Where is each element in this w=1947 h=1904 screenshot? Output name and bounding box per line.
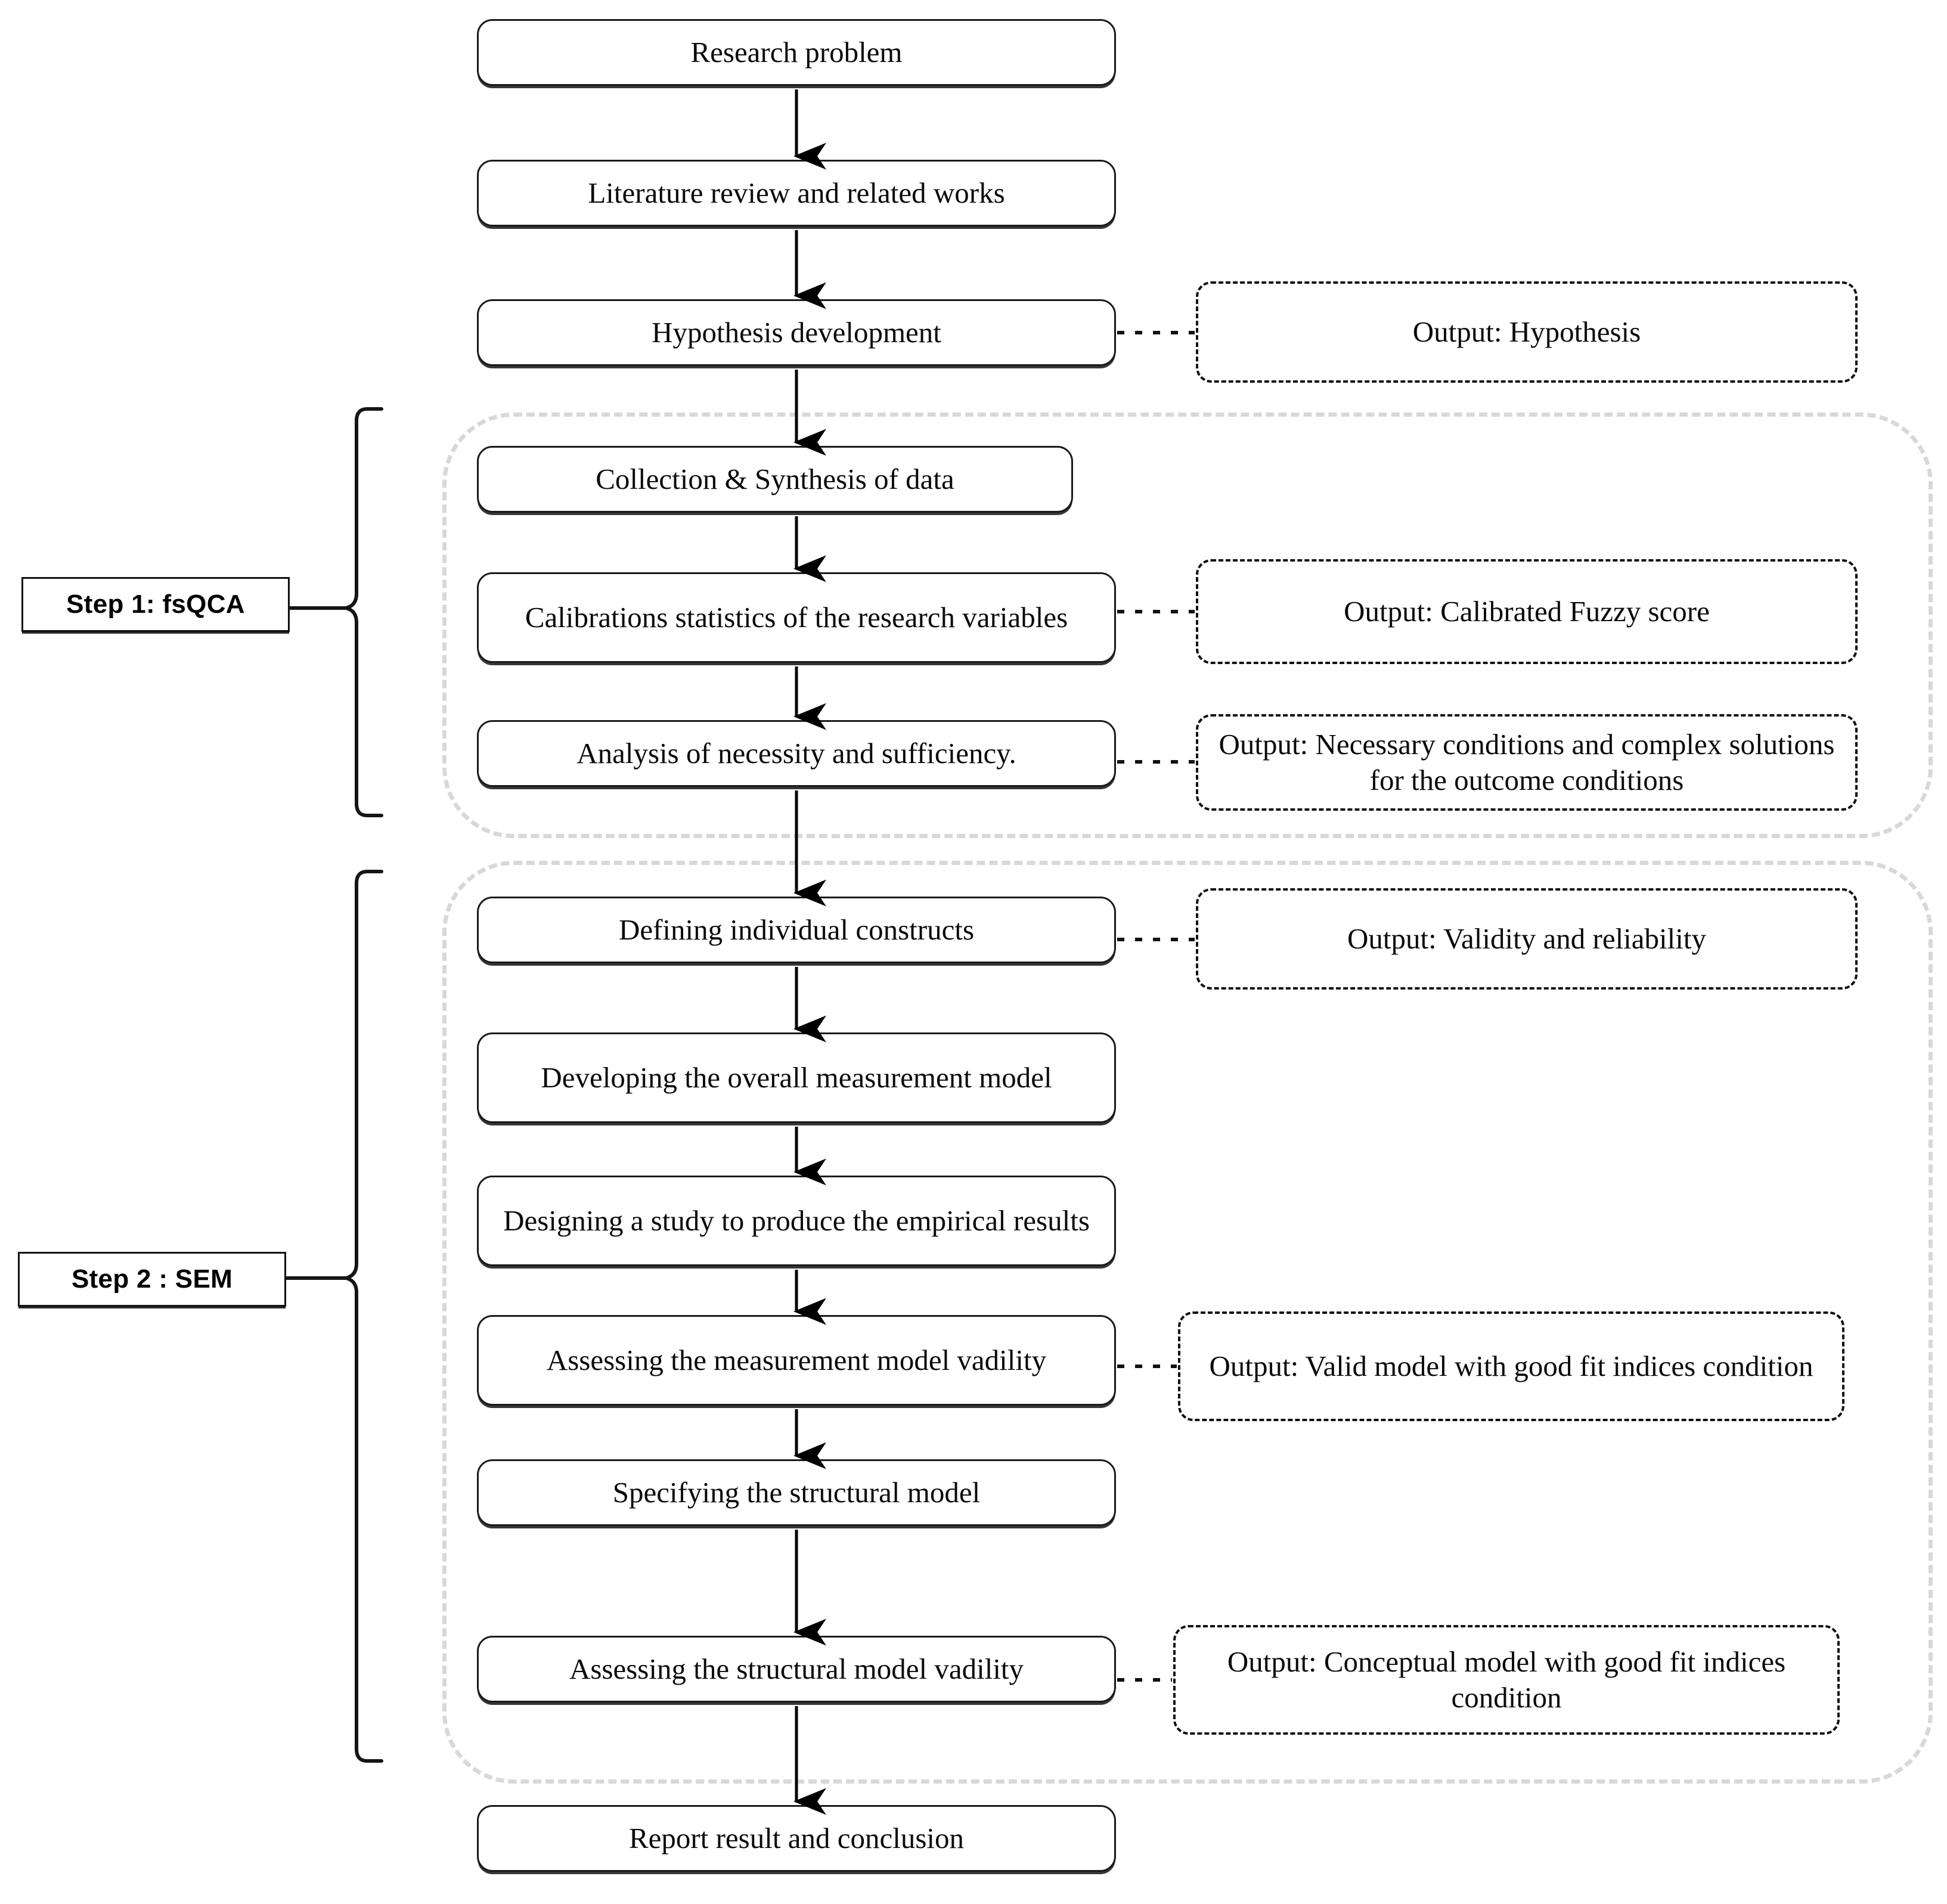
- node-label: Hypothesis development: [652, 316, 941, 349]
- output-label: Output: Necessary conditions and complex…: [1219, 728, 1835, 796]
- step-label-sem[interactable]: Step 2 : SEM: [18, 1252, 286, 1307]
- output-node-necessary-conditions[interactable]: Output: Necessary conditions and complex…: [1196, 714, 1858, 811]
- process-node-assessing-measurement-model[interactable]: Assessing the measurement model vadility: [477, 1315, 1116, 1406]
- process-node-necessity-sufficiency[interactable]: Analysis of necessity and sufficiency.: [477, 720, 1116, 787]
- output-node-hypothesis[interactable]: Output: Hypothesis: [1196, 281, 1858, 383]
- process-node-specifying-structural-model[interactable]: Specifying the structural model: [477, 1459, 1116, 1526]
- output-label: Output: Valid model with good fit indice…: [1209, 1350, 1813, 1383]
- node-label: Assessing the structural model vadility: [569, 1652, 1024, 1686]
- process-node-designing-study[interactable]: Designing a study to produce the empiric…: [477, 1176, 1116, 1266]
- brace-step2: [345, 870, 383, 1763]
- output-node-conceptual-model-fit[interactable]: Output: Conceptual model with good fit i…: [1173, 1625, 1840, 1735]
- node-label: Calibrations statistics of the research …: [525, 601, 1068, 634]
- process-node-defining-constructs[interactable]: Defining individual constructs: [477, 897, 1116, 963]
- step-label-text: Step 2 : SEM: [71, 1264, 233, 1294]
- output-node-valid-model-fit[interactable]: Output: Valid model with good fit indice…: [1178, 1311, 1844, 1421]
- output-label: Output: Conceptual model with good fit i…: [1227, 1645, 1786, 1714]
- node-label: Research problem: [690, 36, 903, 69]
- brace-step1: [345, 407, 383, 817]
- output-label: Output: Validity and reliability: [1347, 922, 1706, 956]
- node-label: Collection & Synthesis of data: [596, 463, 954, 496]
- process-node-literature-review[interactable]: Literature review and related works: [477, 160, 1116, 227]
- output-label: Output: Calibrated Fuzzy score: [1344, 595, 1710, 628]
- node-label: Literature review and related works: [588, 176, 1005, 210]
- process-node-collection-synthesis[interactable]: Collection & Synthesis of data: [477, 446, 1073, 513]
- node-label: Assessing the measurement model vadility: [546, 1344, 1047, 1377]
- node-label: Designing a study to produce the empiric…: [503, 1204, 1090, 1238]
- dotted-output-connectors: [1117, 331, 1195, 1682]
- node-label: Defining individual constructs: [618, 913, 975, 947]
- step-label-text: Step 1: fsQCA: [66, 590, 245, 619]
- process-node-measurement-model[interactable]: Developing the overall measurement model: [477, 1032, 1116, 1123]
- process-node-research-problem[interactable]: Research problem: [477, 19, 1116, 86]
- process-node-calibrations-statistics[interactable]: Calibrations statistics of the research …: [477, 572, 1116, 663]
- process-node-assessing-structural-model[interactable]: Assessing the structural model vadility: [477, 1636, 1116, 1703]
- step-label-fsqca[interactable]: Step 1: fsQCA: [21, 577, 290, 632]
- node-label: Specifying the structural model: [612, 1476, 981, 1509]
- output-node-calibrated-fuzzy-score[interactable]: Output: Calibrated Fuzzy score: [1196, 559, 1858, 664]
- process-node-report-result[interactable]: Report result and conclusion: [477, 1805, 1116, 1872]
- node-label: Analysis of necessity and sufficiency.: [576, 737, 1016, 770]
- node-label: Developing the overall measurement model: [541, 1061, 1052, 1094]
- node-label: Report result and conclusion: [628, 1822, 965, 1855]
- output-node-validity-reliability[interactable]: Output: Validity and reliability: [1196, 888, 1858, 990]
- process-node-hypothesis-development[interactable]: Hypothesis development: [477, 299, 1116, 366]
- output-label: Output: Hypothesis: [1412, 315, 1641, 349]
- step-braces: [284, 407, 383, 1763]
